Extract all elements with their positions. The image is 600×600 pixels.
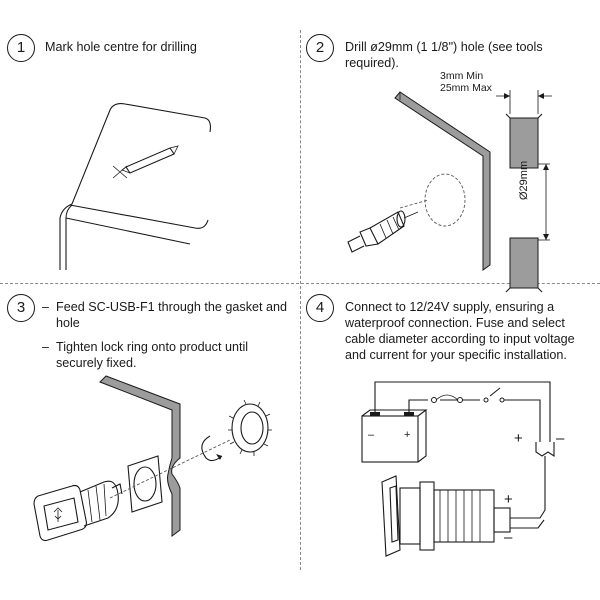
usb-socket-icon: [33, 480, 123, 542]
thickness-min-label: 3mm Min: [440, 70, 484, 82]
socket-minus-label: –: [504, 529, 513, 546]
step-3-item-2-line-1: Tighten lock ring onto product until: [56, 340, 249, 354]
supply-plus-label: +: [514, 430, 523, 447]
step-1-text: Mark hole centre for drilling: [45, 40, 197, 54]
step-3-item-1-line-1: Feed SC-USB-F1 through the gasket and: [56, 300, 288, 314]
battery-minus-label: –: [368, 429, 375, 441]
step-4-line-3: cable diameter according to input voltag…: [345, 332, 575, 346]
step-3-bullet-1: –: [42, 300, 50, 314]
supply-minus-label: –: [556, 430, 565, 447]
step-4-line-2: waterproof connection. Fuse and select: [345, 316, 565, 330]
step-4-line-1: Connect to 12/24V supply, ensuring a: [345, 300, 555, 314]
step-1-panel-illustration: [59, 103, 211, 270]
fuse-icon: [431, 394, 463, 403]
step-3-bullet-2: –: [42, 340, 50, 354]
battery-plus-label: +: [404, 429, 411, 441]
step-2-line-2: required).: [345, 56, 399, 70]
lock-ring-icon: [228, 399, 272, 456]
step-4-line-4: and current for your specific installati…: [345, 348, 567, 362]
pencil-icon: [121, 145, 179, 174]
usb-socket-side-icon: [381, 475, 511, 557]
step-3-number: 3: [7, 294, 35, 322]
step-3-fitting-illustration: [33, 375, 272, 542]
step-4-wiring-illustration: [361, 381, 555, 557]
switch-icon: [483, 397, 505, 403]
thickness-max-label: 25mm Max: [440, 82, 492, 94]
step-2-number: 2: [306, 34, 334, 62]
step-3-item-2-line-2: securely fixed.: [56, 356, 137, 370]
step-1-number: 1: [7, 34, 35, 62]
gasket-icon: [127, 455, 163, 513]
socket-plus-label: +: [504, 491, 513, 508]
step-4-number: 4: [306, 294, 334, 322]
step-3-item-1-line-2: hole: [56, 316, 80, 330]
step-2-line-1: Drill ø29mm (1 1/8") hole (see tools: [345, 40, 543, 54]
battery-icon: [361, 409, 428, 463]
vertical-divider: [300, 30, 301, 570]
hole-diameter-label: Ø29mm: [518, 160, 530, 200]
drill-bit-icon: [347, 210, 419, 253]
step-2-drill-illustration: [347, 90, 552, 293]
horizontal-divider: [0, 283, 600, 284]
